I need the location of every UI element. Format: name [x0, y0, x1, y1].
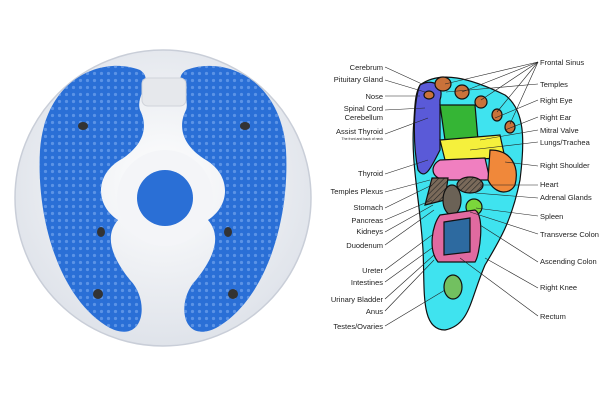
foot-reflexology-chart — [412, 76, 524, 331]
label-temples-plexus: Temples Plexus — [330, 187, 383, 196]
label-right-knee: Right Knee — [540, 283, 578, 292]
label-right-eye: Right Eye — [540, 96, 573, 105]
label-intestines: Intestines — [350, 278, 383, 287]
label-thyroid: Thyroid — [357, 169, 383, 178]
twist-disc — [14, 49, 312, 347]
label-ureter: Ureter — [362, 266, 383, 275]
label-urinary-bladder: Urinary Bladder — [330, 295, 383, 304]
leader-lines — [384, 61, 539, 327]
label-ascending-colon: Ascending Colon — [540, 257, 597, 266]
label-cerebrum: Cerebrum — [349, 63, 383, 72]
label-lungs-trachea: Lungs/Trachea — [540, 138, 590, 147]
label-testes-ovaries: Testes/Ovaries — [333, 322, 383, 331]
label-spinal-cord: Spinal Cord — [343, 104, 383, 113]
label-heart: Heart — [540, 180, 559, 189]
label-temples: Temples — [540, 80, 568, 89]
label-nose: Nose — [365, 92, 383, 101]
display-window — [141, 77, 187, 107]
label-rectum: Rectum — [540, 312, 566, 321]
label-transverse-colon: Transverse Colon — [540, 230, 599, 239]
center-hub — [137, 170, 193, 226]
label-assist-thyroid: Assist Thyroid — [336, 127, 383, 136]
label-anus: Anus — [365, 307, 383, 316]
label-pituitary-gland: Pituitary Gland — [333, 75, 383, 84]
label-assist-thyroid-note: The front and back of neck — [341, 137, 383, 141]
label-frontal-sinus: Frontal Sinus — [540, 58, 585, 67]
label-right-shoulder: Right Shoulder — [540, 161, 590, 170]
label-adrenal-glands: Adrenal Glands — [540, 193, 592, 202]
label-right-ear: Right Ear — [540, 113, 572, 122]
label-cerebellum: Cerebellum — [344, 113, 383, 122]
label-pancreas: Pancreas — [351, 216, 383, 225]
label-mitral-valve: Mitral Valve — [540, 126, 579, 135]
label-stomach: Stomach — [353, 203, 383, 212]
label-duodenum: Duodenum — [346, 241, 383, 250]
label-kidneys: Kidneys — [356, 227, 383, 236]
label-spleen: Spleen — [540, 212, 564, 221]
